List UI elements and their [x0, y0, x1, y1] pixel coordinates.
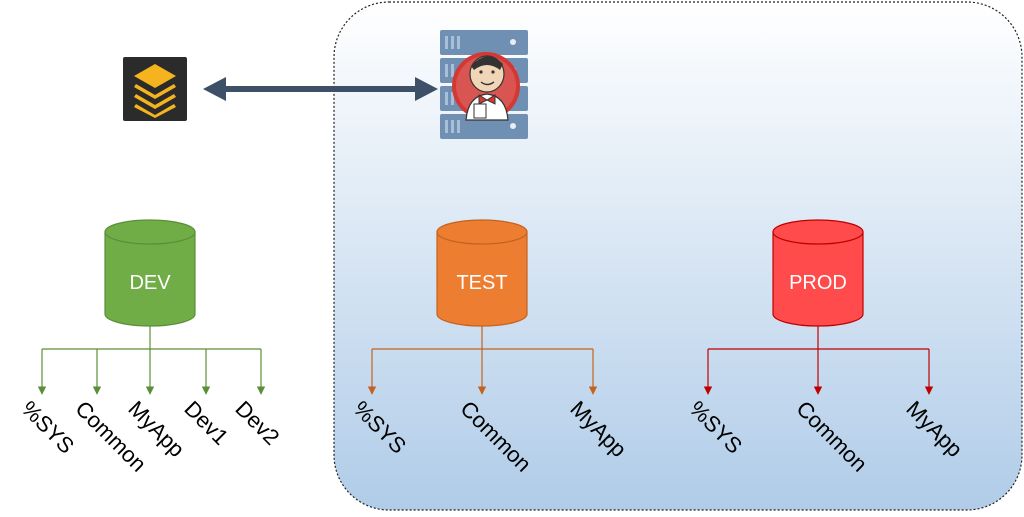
- dev-namespace-label: Dev2: [230, 396, 284, 450]
- layered-stack-logo-icon: [123, 57, 187, 121]
- prod-database-icon: [772, 219, 864, 327]
- jenkins-butler-server-icon: [440, 30, 528, 139]
- prod-database-label: PROD: [789, 272, 847, 294]
- test-database-label: TEST: [456, 272, 507, 294]
- dev-database-label: DEV: [129, 272, 171, 294]
- dev-namespace-label: %SYS: [16, 396, 79, 459]
- dev-database-icon: [104, 219, 196, 327]
- sync-arrow: [203, 77, 438, 101]
- test-database-icon: [436, 219, 528, 327]
